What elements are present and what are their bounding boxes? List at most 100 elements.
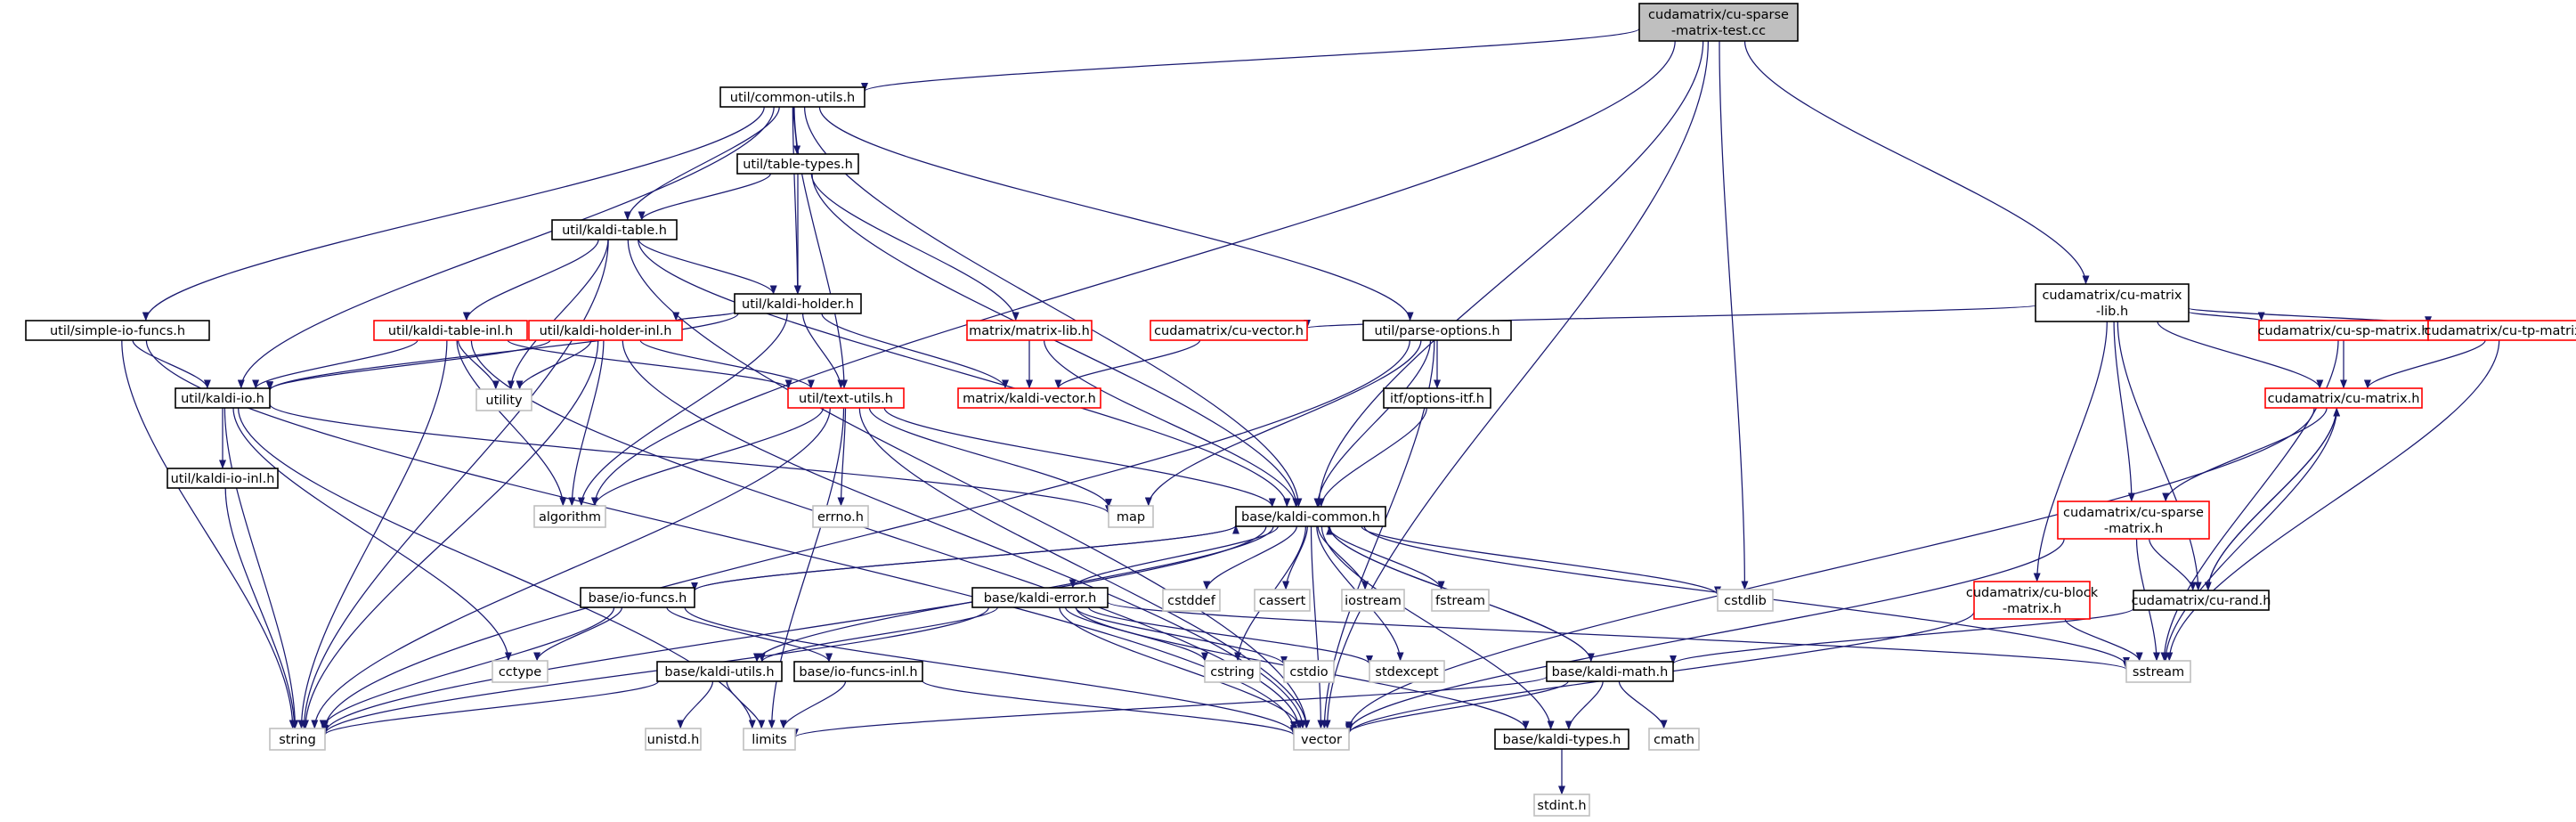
edge-kaldi-common-to-string bbox=[321, 525, 1267, 734]
node-kaldi-error[interactable]: base/kaldi-error.h bbox=[971, 587, 1109, 608]
node-box bbox=[269, 728, 326, 751]
node-kaldi-utils[interactable]: base/kaldi-utils.h bbox=[656, 661, 783, 682]
node-io-funcs-inl[interactable]: base/io-funcs-inl.h bbox=[793, 661, 923, 682]
node-kaldi-holder[interactable]: util/kaldi-holder.h bbox=[734, 293, 862, 314]
edge-cu-block-to-sstream bbox=[2064, 618, 2143, 662]
node-cstdlib: cstdlib bbox=[1717, 589, 1774, 612]
edge-kaldi-holder-to-holder-inl bbox=[672, 312, 735, 321]
node-box bbox=[1254, 589, 1311, 612]
node-holder-inl[interactable]: util/kaldi-holder-inl.h bbox=[528, 320, 683, 341]
node-kaldi-table[interactable]: util/kaldi-table.h bbox=[551, 219, 678, 240]
node-io-funcs[interactable]: base/io-funcs.h bbox=[580, 587, 695, 608]
node-errno: errno.h bbox=[812, 505, 869, 528]
node-text-utils[interactable]: util/text-utils.h bbox=[787, 387, 905, 409]
edge-kaldi-io-to-string bbox=[223, 407, 299, 729]
node-matrix-lib[interactable]: matrix/matrix-lib.h bbox=[966, 320, 1093, 341]
edge-root-to-vector bbox=[1323, 40, 1710, 729]
node-box bbox=[1150, 320, 1308, 341]
node-box bbox=[2057, 501, 2210, 540]
edge-simple-io-to-string bbox=[121, 339, 297, 729]
node-root[interactable]: cudamatrix/cu-sparse-matrix-test.cc bbox=[1638, 3, 1799, 42]
node-box bbox=[1638, 3, 1799, 42]
edge-table-inl-to-utility bbox=[457, 339, 500, 390]
edge-kaldi-common-to-iostream bbox=[1317, 525, 1369, 590]
edge-cu-matrix-lib-to-cu-matrix bbox=[2157, 321, 2324, 389]
edge-cu-matrix-to-sstream bbox=[2162, 407, 2338, 662]
node-cu-block[interactable]: cudamatrix/cu-block-matrix.h bbox=[1966, 581, 2099, 620]
node-label: cudamatrix/cu-matrix.h bbox=[2268, 392, 2420, 406]
node-string: string bbox=[269, 728, 326, 751]
edge-text-utils-to-errno bbox=[837, 407, 847, 507]
node-table-inl[interactable]: util/kaldi-table-inl.h bbox=[373, 320, 528, 341]
edge-io-inl-to-string bbox=[224, 487, 298, 729]
edge-holder-inl-to-text-utils bbox=[639, 339, 815, 389]
node-label: cudamatrix/cu-block bbox=[1966, 586, 2099, 600]
edge-kaldi-error-to-vector bbox=[1059, 606, 1304, 729]
node-table-types[interactable]: util/table-types.h bbox=[736, 153, 859, 175]
node-cu-matrix-lib[interactable]: cudamatrix/cu-matrix-lib.h bbox=[2035, 283, 2190, 322]
node-parse-options[interactable]: util/parse-options.h bbox=[1362, 320, 1512, 341]
node-box bbox=[580, 587, 695, 608]
node-cu-sparse[interactable]: cudamatrix/cu-sparse-matrix.h bbox=[2057, 501, 2210, 540]
node-box bbox=[1494, 728, 1629, 750]
node-box bbox=[475, 388, 532, 411]
node-kaldi-types[interactable]: base/kaldi-types.h bbox=[1494, 728, 1629, 750]
node-label: util/kaldi-holder-inl.h bbox=[540, 324, 672, 338]
edge-kaldi-table-to-vector bbox=[627, 239, 1311, 729]
node-box bbox=[1431, 589, 1490, 612]
edge-kaldi-common-to-kaldi-types bbox=[1321, 525, 1555, 730]
node-simple-io[interactable]: util/simple-io-funcs.h bbox=[25, 320, 210, 341]
edge-kaldi-error-to-kaldi-utils bbox=[758, 606, 998, 663]
node-options-itf[interactable]: itf/options-itf.h bbox=[1383, 387, 1491, 409]
node-cu-matrix[interactable]: cudamatrix/cu-matrix.h bbox=[2264, 387, 2423, 409]
node-box bbox=[533, 505, 606, 528]
node-io-inl[interactable]: util/kaldi-io-inl.h bbox=[167, 468, 279, 489]
edge-common-utils-to-kaldi-table bbox=[623, 106, 780, 221]
node-box bbox=[25, 320, 210, 341]
node-label: base/kaldi-error.h bbox=[984, 591, 1097, 606]
node-cu-sp[interactable]: cudamatrix/cu-sp-matrix.h bbox=[2258, 320, 2430, 341]
edge-kaldi-common-to-cstdlib bbox=[1361, 525, 1721, 596]
node-label: cstddef bbox=[1167, 594, 1216, 608]
node-cu-vector[interactable]: cudamatrix/cu-vector.h bbox=[1150, 320, 1308, 341]
node-label: algorithm bbox=[539, 510, 601, 525]
node-label: cassert bbox=[1259, 594, 1306, 608]
edge-common-utils-to-kaldi-common bbox=[803, 106, 1303, 508]
edge-cu-rand-to-cu-matrix bbox=[2207, 407, 2341, 591]
node-label: matrix/matrix-lib.h bbox=[969, 324, 1090, 338]
node-box bbox=[719, 86, 865, 108]
edge-kaldi-holder-to-kaldi-io bbox=[266, 313, 739, 391]
node-cu-tp[interactable]: cudamatrix/cu-tp-matrix.h bbox=[2425, 320, 2576, 341]
node-cu-rand[interactable]: cudamatrix/cu-rand.h bbox=[2132, 590, 2271, 611]
node-label: base/kaldi-types.h bbox=[1503, 733, 1621, 747]
edge-holder-inl-to-vector bbox=[622, 339, 1306, 729]
node-kaldi-io[interactable]: util/kaldi-io.h bbox=[175, 387, 271, 409]
node-kaldi-common[interactable]: base/kaldi-common.h bbox=[1235, 506, 1386, 527]
node-map: map bbox=[1108, 505, 1154, 528]
node-label: cstdlib bbox=[1724, 594, 1767, 608]
node-cctype: cctype bbox=[492, 660, 549, 683]
node-label: vector bbox=[1301, 733, 1342, 747]
edge-common-utils-to-kaldi-io bbox=[237, 106, 775, 389]
node-label: -lib.h bbox=[2096, 305, 2128, 319]
node-box bbox=[1973, 581, 2091, 620]
edge-kaldi-math-to-limits bbox=[792, 676, 1548, 738]
node-box bbox=[2264, 387, 2423, 409]
node-common-utils[interactable]: util/common-utils.h bbox=[719, 86, 865, 108]
node-iostream: iostream bbox=[1341, 589, 1405, 612]
node-label: util/kaldi-io-inl.h bbox=[171, 472, 275, 486]
node-kaldi-vector[interactable]: matrix/kaldi-vector.h bbox=[957, 387, 1101, 409]
edge-cu-matrix-lib-to-cu-vector bbox=[1304, 305, 2036, 329]
node-box bbox=[743, 728, 796, 751]
edge-common-utils-to-parse-options bbox=[818, 106, 1414, 321]
edge-cu-matrix-lib-to-cu-sparse bbox=[2113, 321, 2135, 502]
node-label: cctype bbox=[499, 665, 541, 680]
edge-table-inl-to-string bbox=[297, 339, 448, 729]
edge-io-funcs-to-io-funcs-inl bbox=[666, 606, 833, 663]
node-box bbox=[1648, 728, 1700, 751]
node-box bbox=[734, 293, 862, 314]
node-label: itf/options-itf.h bbox=[1390, 392, 1484, 406]
edge-text-utils-to-vector bbox=[858, 407, 1311, 729]
node-kaldi-math[interactable]: base/kaldi-math.h bbox=[1546, 661, 1674, 682]
